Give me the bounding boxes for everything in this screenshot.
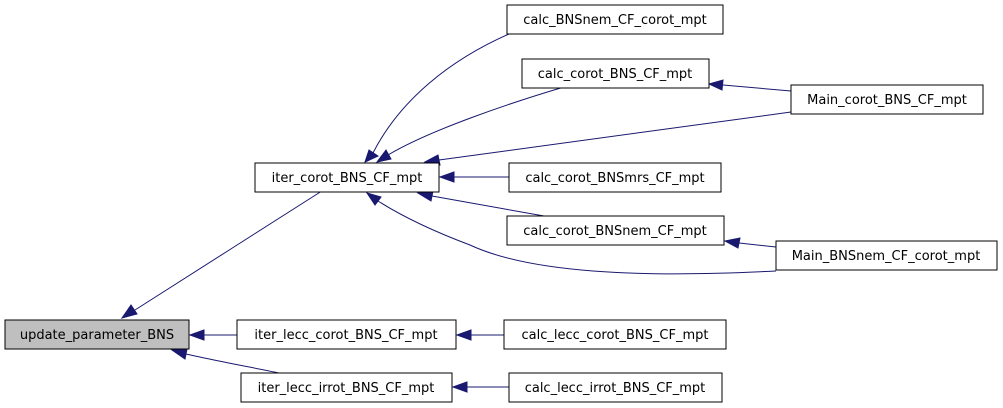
node-update-parameter-bns[interactable]: update_parameter_BNS [4, 319, 190, 350]
node-iter-lecc-irrot-bns-cf-mpt[interactable]: iter_lecc_irrot_BNS_CF_mpt [240, 372, 453, 403]
edge-iter-lecc-corot-to-update-parameter [188, 329, 237, 341]
edge-main-bnsnem-corot-to-iter-corot [365, 192, 777, 275]
node-label: Main_corot_BNS_CF_mpt [807, 93, 967, 108]
edge-calc-lecc-corot-to-iter-lecc-corot [455, 329, 504, 341]
edge-calc-corot-bns-to-iter-corot [375, 86, 565, 163]
node-label: iter_corot_BNS_CF_mpt [272, 171, 423, 186]
node-calc-bnsnem-cf-corot-mpt[interactable]: calc_BNSnem_CF_corot_mpt [506, 4, 724, 35]
graph-nodes: update_parameter_BNS iter_corot_BNS_CF_m… [4, 4, 998, 403]
node-label: Main_BNSnem_CF_corot_mpt [792, 249, 981, 264]
edge-main-corot-to-iter-corot [423, 111, 792, 166]
node-label: iter_lecc_irrot_BNS_CF_mpt [258, 381, 435, 396]
node-main-bnsnem-cf-corot-mpt[interactable]: Main_BNSnem_CF_corot_mpt [775, 240, 998, 271]
edge-calc-corot-bnsnem-to-iter-corot [416, 190, 545, 217]
node-label: calc_corot_BNSnem_CF_mpt [523, 224, 706, 239]
node-calc-corot-bns-cf-mpt[interactable]: calc_corot_BNS_CF_mpt [521, 58, 710, 89]
node-calc-lecc-corot-bns-cf-mpt[interactable]: calc_lecc_corot_BNS_CF_mpt [503, 319, 727, 350]
node-label: update_parameter_BNS [20, 328, 174, 343]
edge-calc-bnsnem-corot-to-iter-corot [364, 33, 510, 163]
node-label: iter_lecc_corot_BNS_CF_mpt [254, 328, 437, 343]
edge-iter-corot-to-update-parameter [120, 188, 326, 319]
node-label: calc_corot_BNS_CF_mpt [538, 67, 693, 82]
edge-calc-lecc-irrot-to-iter-lecc-irrot [451, 381, 509, 393]
edge-main-corot-to-calc-corot-bns [707, 79, 792, 92]
node-label: calc_lecc_corot_BNS_CF_mpt [522, 328, 709, 343]
edge-calc-corot-bnsmrs-to-iter-corot [438, 171, 509, 183]
node-main-corot-bns-cf-mpt[interactable]: Main_corot_BNS_CF_mpt [790, 84, 984, 115]
node-label: calc_BNSnem_CF_corot_mpt [523, 13, 706, 28]
node-iter-lecc-corot-bns-cf-mpt[interactable]: iter_lecc_corot_BNS_CF_mpt [236, 319, 457, 350]
node-iter-corot-bns-cf-mpt[interactable]: iter_corot_BNS_CF_mpt [254, 162, 440, 193]
node-calc-lecc-irrot-bns-cf-mpt[interactable]: calc_lecc_irrot_BNS_CF_mpt [508, 372, 723, 403]
edge-main-bnsnem-corot-to-calc-corot-bnsnem [723, 237, 777, 249]
node-label: calc_corot_BNSmrs_CF_mpt [525, 171, 704, 186]
edge-iter-lecc-irrot-to-update-parameter [170, 348, 285, 375]
node-calc-corot-bnsnem-cf-mpt[interactable]: calc_corot_BNSnem_CF_mpt [506, 215, 725, 246]
node-calc-corot-bnsmrs-cf-mpt[interactable]: calc_corot_BNSmrs_CF_mpt [508, 162, 722, 193]
graph-edges [120, 33, 792, 393]
node-label: calc_lecc_irrot_BNS_CF_mpt [525, 381, 706, 396]
